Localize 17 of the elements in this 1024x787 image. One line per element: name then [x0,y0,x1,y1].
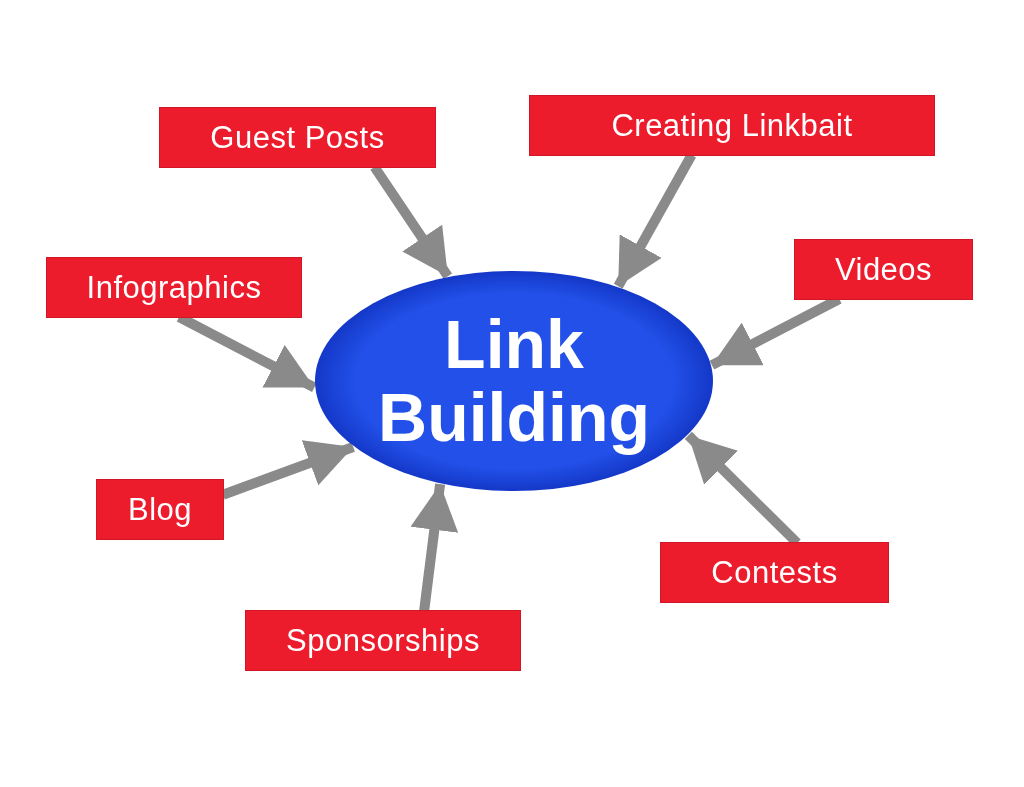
topic-box [795,240,972,299]
topic-box [661,543,888,602]
node-label: Sponsorships [286,622,480,659]
node-label: Blog [127,491,192,528]
topic-box [97,480,223,539]
node-label: Videos [834,251,933,288]
topic-box [530,96,934,155]
node-label: Infographics [86,269,262,306]
node-label: Link Building [377,307,651,455]
topic-box [246,611,520,670]
node-label: Contests [711,554,838,591]
topic-box [47,258,301,317]
arrow [410,483,459,612]
ellipse-node [314,270,714,492]
topic-box [160,108,435,167]
node-label: Creating Linkbait [611,107,853,144]
node-label: Guest Posts [210,119,385,156]
